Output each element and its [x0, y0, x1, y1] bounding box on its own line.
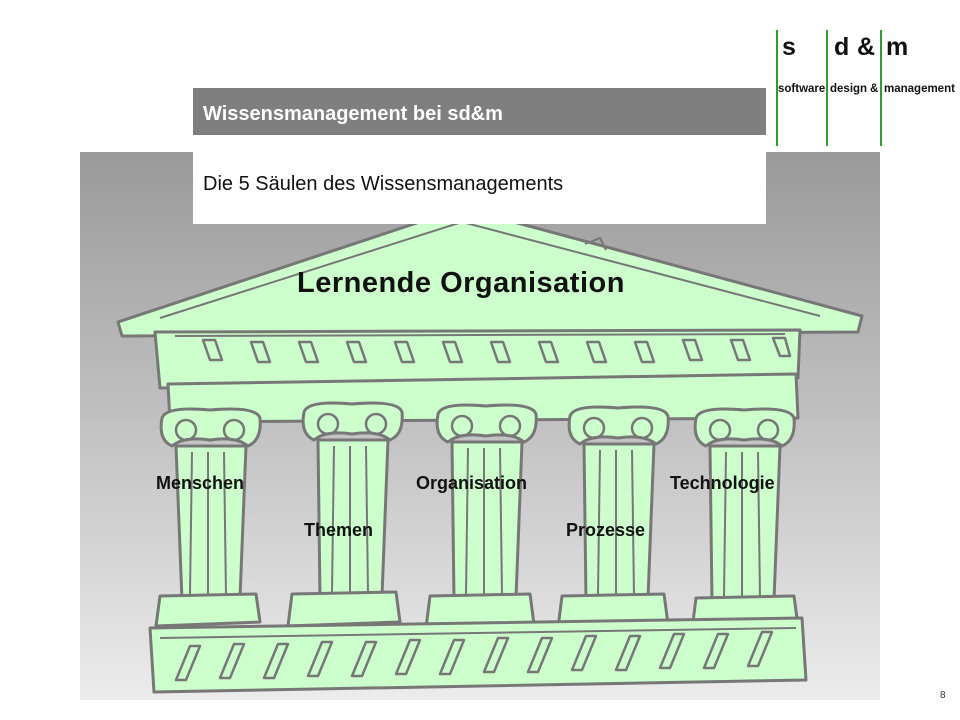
logo-letter-ampersand: &	[857, 33, 876, 61]
pillar-label-prozesse: Prozesse	[566, 520, 646, 540]
base-hatching	[174, 630, 774, 682]
column-technologie	[690, 407, 800, 632]
slide-title: Wissensmanagement bei sd&m	[203, 103, 503, 125]
logo-divider	[776, 30, 778, 146]
column-themen	[286, 401, 404, 628]
pillar-label-themen: Themen	[304, 520, 374, 540]
logo-divider	[880, 30, 882, 146]
logo-word-design: design	[830, 83, 868, 95]
column-menschen	[154, 407, 262, 628]
title-bar: Wissensmanagement bei sd&m	[193, 88, 766, 135]
slide-subtitle: Die 5 Säulen des Wissensmanagements	[203, 173, 564, 195]
page-number: 8	[940, 690, 946, 701]
sdm-logo: s d & m software design & management	[770, 30, 960, 150]
logo-word-ampersand: &	[870, 83, 879, 95]
logo-letter-s: s	[782, 33, 796, 61]
logo-divider	[826, 30, 828, 146]
pillar-label-organisation: Organisation	[416, 473, 528, 493]
logo-word-software: software	[778, 83, 826, 95]
logo-word-management: management	[884, 83, 955, 95]
roof-label: Lernende Organisation	[297, 267, 625, 299]
logo-letter-d: d	[834, 33, 850, 61]
subtitle-box: Die 5 Säulen des Wissensmanagements	[193, 152, 766, 224]
column-organisation	[424, 403, 538, 630]
roof-pediment	[116, 206, 864, 338]
column-prozesse	[556, 405, 670, 630]
logo-letter-m: m	[886, 33, 909, 61]
dentils	[201, 336, 792, 364]
pillar-label-technologie: Technologie	[670, 473, 775, 493]
pillar-label-menschen: Menschen	[156, 473, 245, 493]
